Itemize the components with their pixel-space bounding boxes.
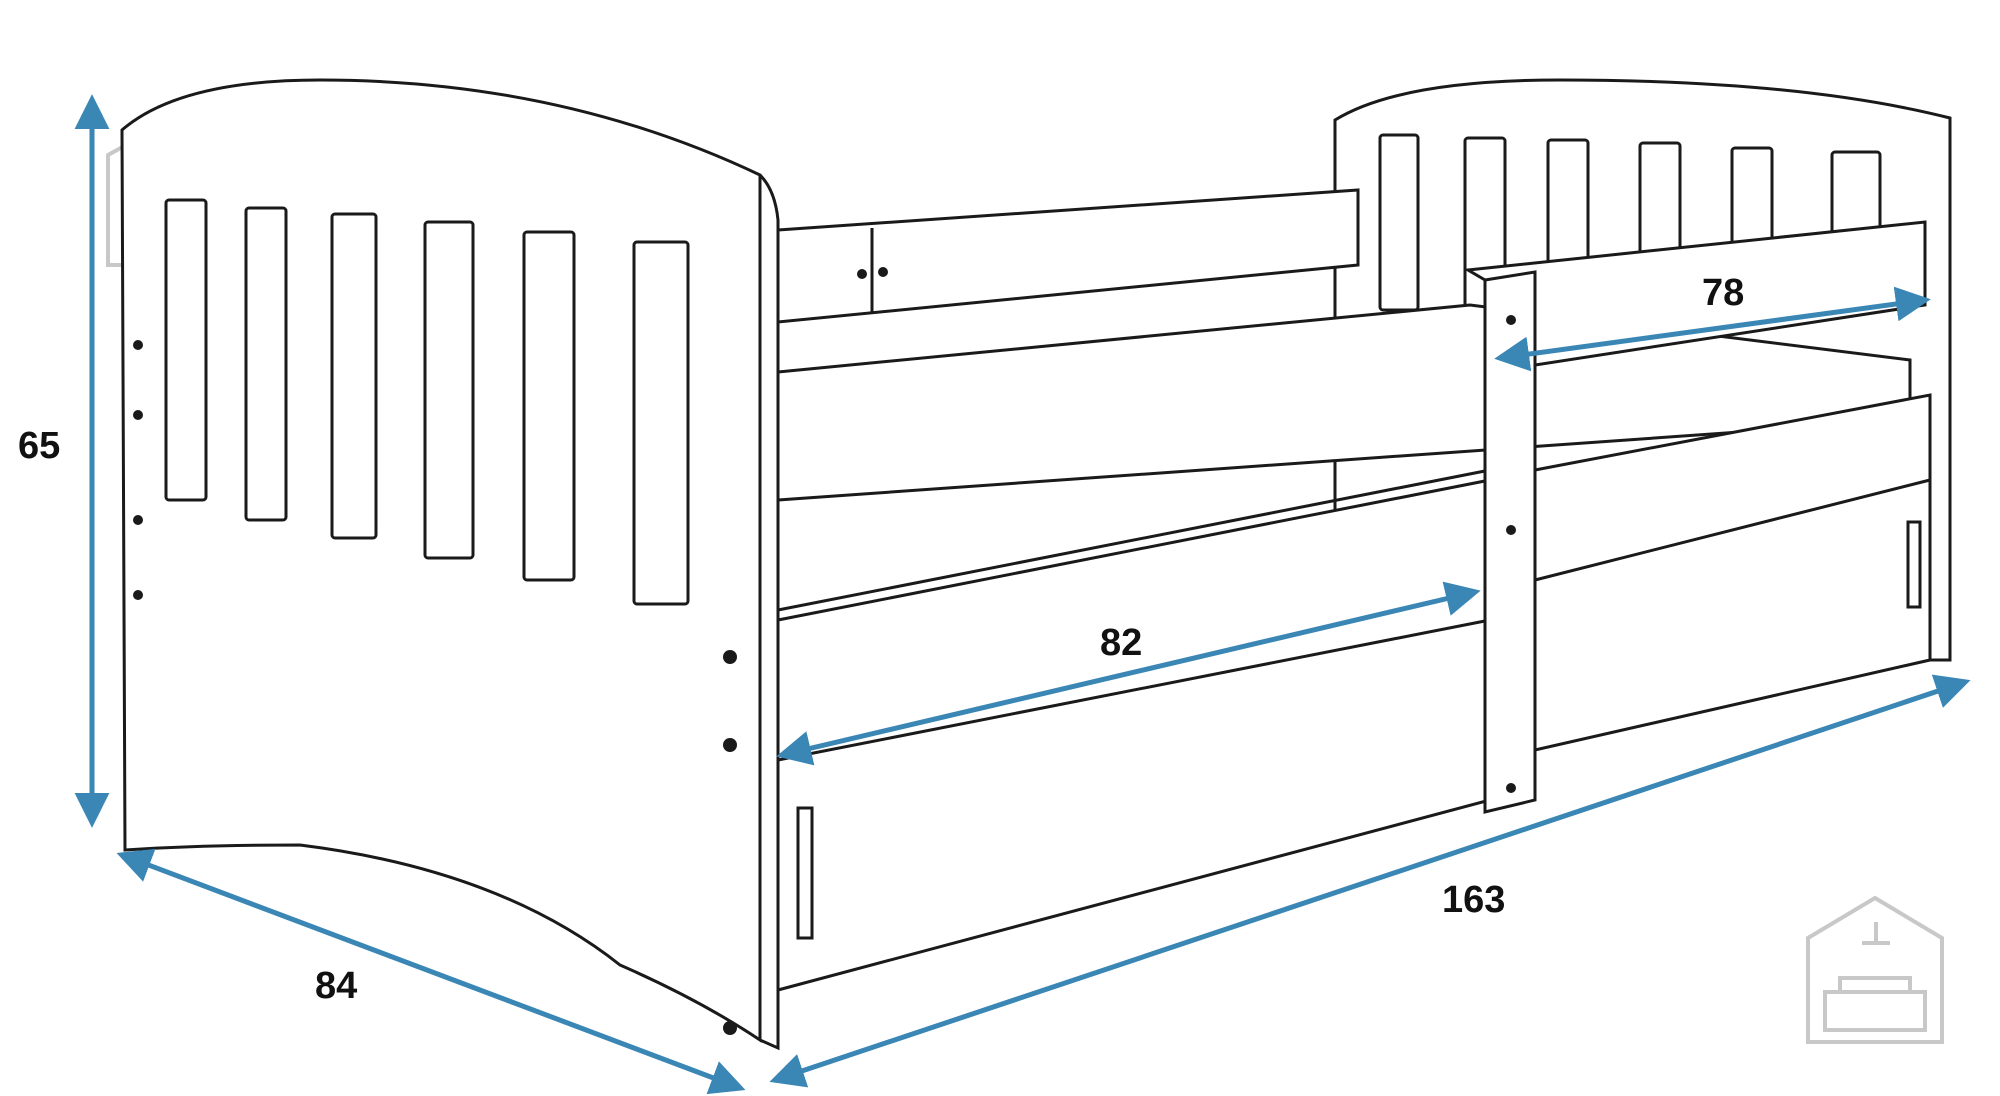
rail-length-arrow — [1494, 286, 1931, 372]
back-rail — [776, 188, 1360, 324]
depth-label: 84 — [315, 965, 357, 1007]
dimension-arrows — [74, 94, 1971, 1095]
rail-length-label: 78 — [1702, 272, 1744, 314]
bolt-holes-back-rail — [857, 267, 888, 279]
inner-length-label: 82 — [1100, 622, 1142, 664]
left-headboard-slots — [164, 198, 690, 606]
inner-length-arrow — [776, 581, 1481, 766]
length-arrow — [769, 674, 1971, 1088]
drawer-handle-right — [1906, 520, 1922, 609]
height-label: 65 — [18, 425, 60, 467]
length-label: 163 — [1442, 879, 1505, 921]
house-sofa-icon — [1806, 895, 1944, 1044]
depth-arrow — [116, 848, 746, 1095]
drawer-handle-left — [796, 806, 814, 940]
